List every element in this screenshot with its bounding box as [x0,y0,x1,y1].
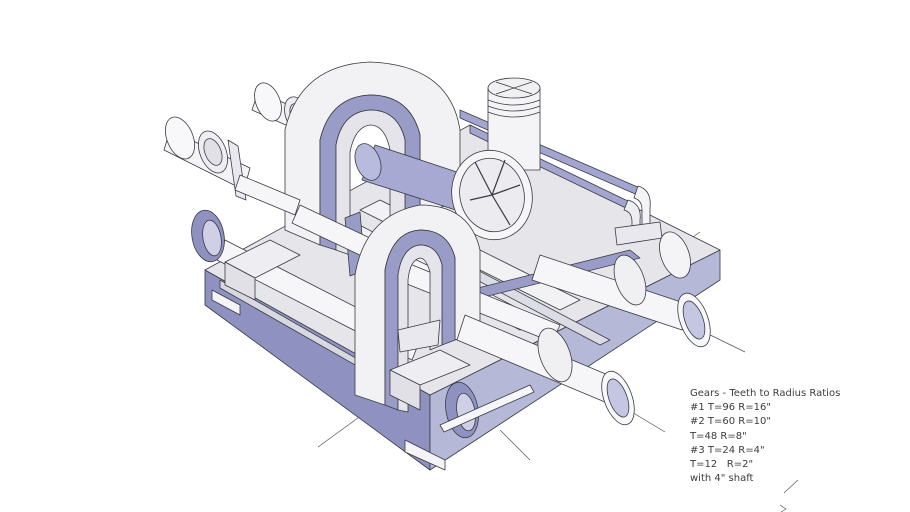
back-spool-lower [163,116,251,201]
annotation-line: T=48 R=8" [690,430,747,442]
left-flywheel [191,209,225,263]
bearing-blocks [224,239,471,411]
front-spool-upper [531,254,711,348]
annotation-line: #2 T=60 R=10" [690,416,771,428]
annotation-line: #1 T=96 R=16" [690,402,771,414]
annotation-title: Gears - Teeth to Radius Ratios [690,388,841,399]
annotation-line: with 4" shaft [690,473,754,485]
annotation-line: #3 T=24 R=4" [690,444,765,456]
front-spool-lower [456,314,635,426]
gear-ratio-annotation: Gears - Teeth to Radius Ratios #1 T=96 R… [690,387,840,486]
front-flywheel [439,381,535,439]
right-pulley [659,231,691,279]
annotation-line: T=12 R=2" [690,459,754,471]
spoked-wheel [451,149,533,241]
